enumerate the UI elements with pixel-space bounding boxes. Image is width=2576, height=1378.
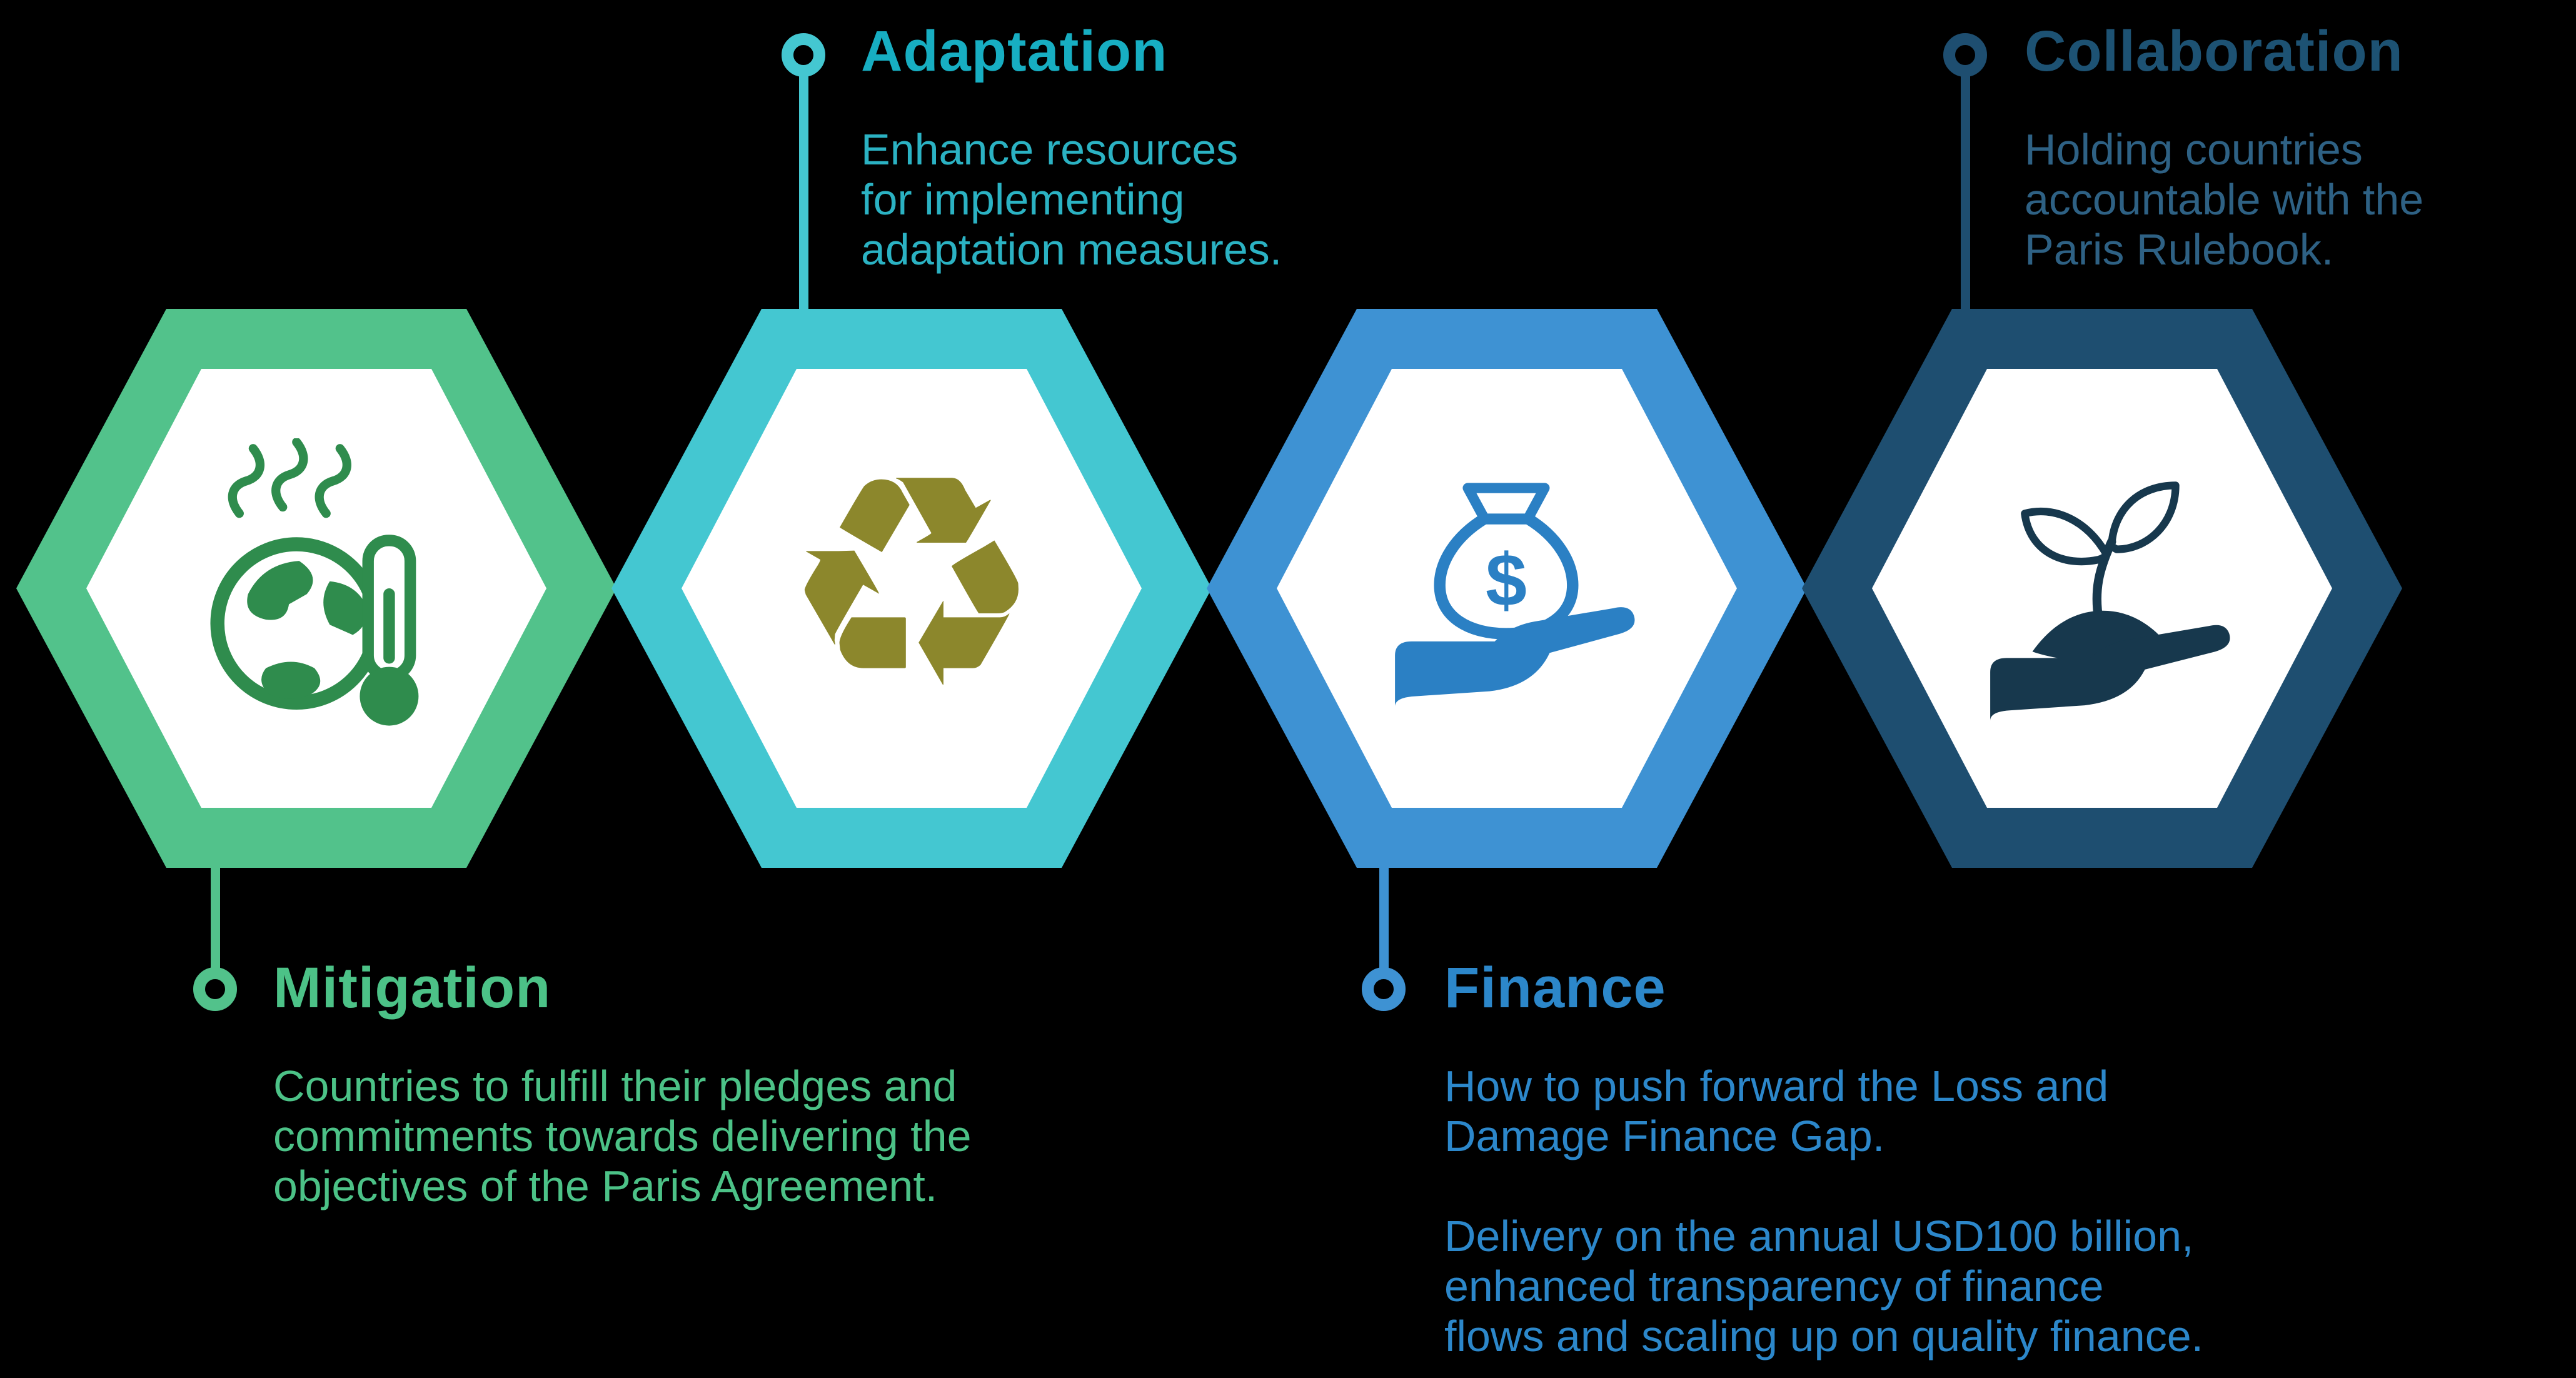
section-description: Enhance resources for implementing adapt… [861, 125, 1282, 274]
section-title: Finance [1444, 956, 1666, 1020]
sprout-hand-icon [1802, 309, 2402, 868]
hand [1395, 607, 1635, 707]
label-adaptation: Adaptation Enhance resources for impleme… [861, 19, 1861, 274]
section-description: Holding countries accountable with the P… [2025, 125, 2424, 274]
connector-dot-mitigation [193, 967, 237, 1011]
globe-thermometer-icon [16, 309, 616, 868]
hexagon-collaboration [1802, 309, 2402, 868]
money-bag-hand-svg: $ [1395, 483, 1635, 707]
hand [1990, 625, 2230, 721]
hexagon-finance: $ [1207, 309, 1807, 868]
label-finance: Finance How to push forward the Loss and… [1444, 955, 2445, 1361]
hexagon-mitigation [16, 309, 616, 868]
money-bag-hand-icon: $ [1207, 309, 1807, 868]
money-bag: $ [1434, 483, 1579, 640]
section-title: Mitigation [273, 956, 551, 1020]
connector-dot-adaptation [782, 33, 825, 77]
globe-continents [247, 561, 367, 699]
connector-line-mitigation [211, 867, 220, 968]
connector-line-collaboration [1961, 76, 1970, 310]
connector-line-finance [1379, 867, 1389, 968]
sprout [2021, 481, 2180, 626]
dollar-sign: $ [1486, 540, 1527, 622]
connector-line-adaptation [799, 76, 808, 310]
connector-dot-finance [1362, 967, 1406, 1011]
connector-dot-collaboration [1943, 33, 1987, 77]
thermometer [360, 535, 419, 726]
recycle-glyph: ♻ [780, 412, 1044, 754]
section-description: Countries to fulfill their pledges and c… [273, 1062, 972, 1210]
recycle-icon: ♻ [611, 309, 1212, 868]
heat-squiggles [228, 438, 351, 518]
hexagon-inner [1872, 369, 2332, 808]
label-collaboration: Collaboration Holding countries accounta… [2025, 19, 2575, 274]
sprout-hand-svg [1990, 481, 2230, 721]
globe-thermometer-svg [210, 438, 419, 726]
section-description: How to push forward the Loss and Damage … [1444, 1062, 2204, 1360]
label-mitigation: Mitigation Countries to fulfill their pl… [273, 955, 1274, 1211]
hexagon-adaptation: ♻ [611, 309, 1212, 868]
section-title: Collaboration [2025, 19, 2403, 83]
section-title: Adaptation [861, 19, 1168, 83]
